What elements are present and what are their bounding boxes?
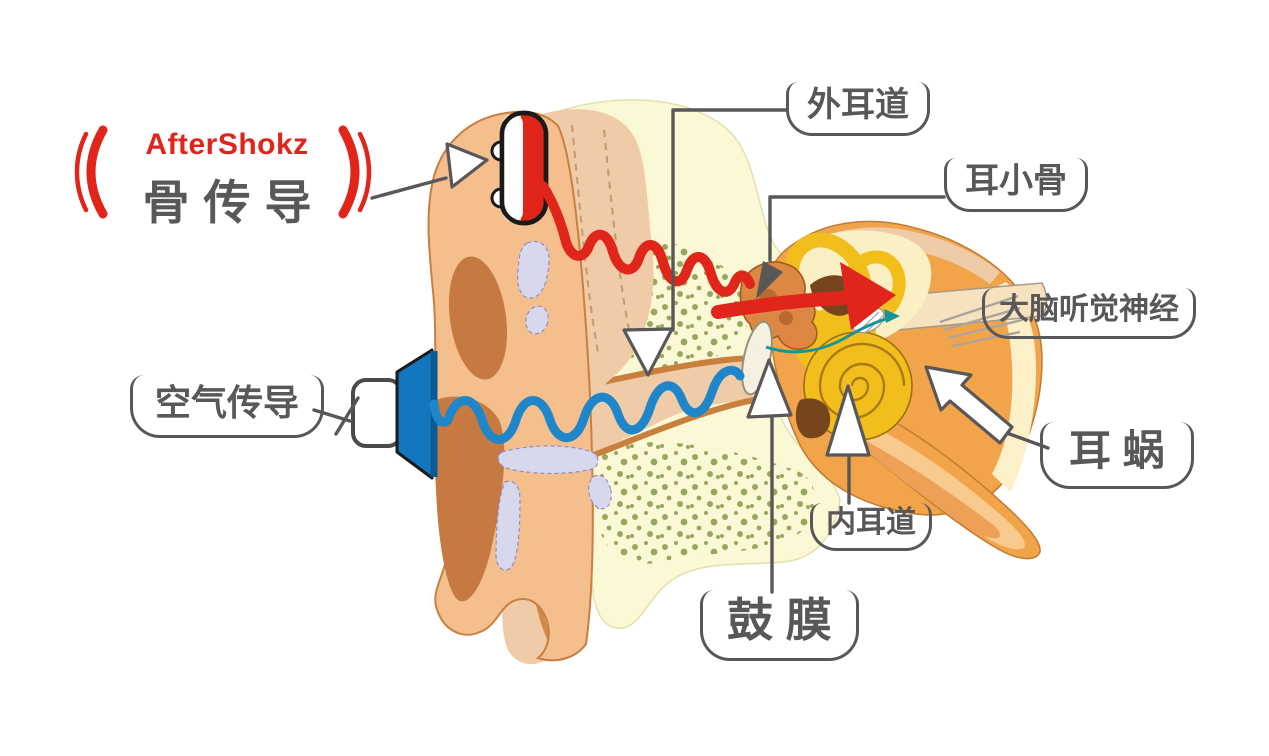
pinna — [427, 110, 594, 662]
speaker — [351, 348, 438, 480]
cartilage-blobs — [495, 241, 612, 571]
brand-name: AfterShokz — [145, 128, 309, 161]
label-brain-auditory-nerve: 大脑听觉神经 — [982, 288, 1196, 339]
ossicle-to-cochlea-arrow — [765, 309, 900, 354]
bone-conduction-arrow-shaft — [711, 291, 849, 319]
label-cochlea: 耳 蜗 — [1040, 422, 1194, 490]
callouts — [312, 108, 1050, 594]
eardrum-pointer-arrow — [746, 358, 793, 419]
cochlea-pointer-arrow — [924, 365, 1014, 445]
air-conduction-wave — [429, 365, 745, 444]
label-ossicles: 耳小骨 — [944, 158, 1088, 213]
headset-transducer — [490, 110, 549, 226]
label-outer-ear-canal: 外耳道 — [786, 82, 930, 137]
ossicles-pointer-arrow — [756, 261, 783, 299]
headset-pointer-arrow — [445, 142, 489, 189]
brand-block: AfterShokz 骨传导 — [104, 128, 350, 233]
brand-mode-label: 骨传导 — [142, 176, 326, 229]
sound-parentheses — [74, 125, 372, 219]
bone-conduction-arrowhead — [840, 262, 896, 330]
internal-canal-pointer-arrow — [825, 384, 871, 457]
canal-pointer-arrow — [622, 327, 674, 377]
bone-conduction-wave — [538, 181, 755, 297]
label-eardrum: 鼓 膜 — [700, 590, 859, 661]
label-air-conduction: 空气传导 — [130, 375, 325, 439]
bone-speckles-lower — [595, 442, 816, 564]
concha-upper — [448, 256, 508, 380]
concha-lower — [434, 396, 505, 602]
label-internal-auditory-canal: 内耳道 — [810, 503, 932, 551]
